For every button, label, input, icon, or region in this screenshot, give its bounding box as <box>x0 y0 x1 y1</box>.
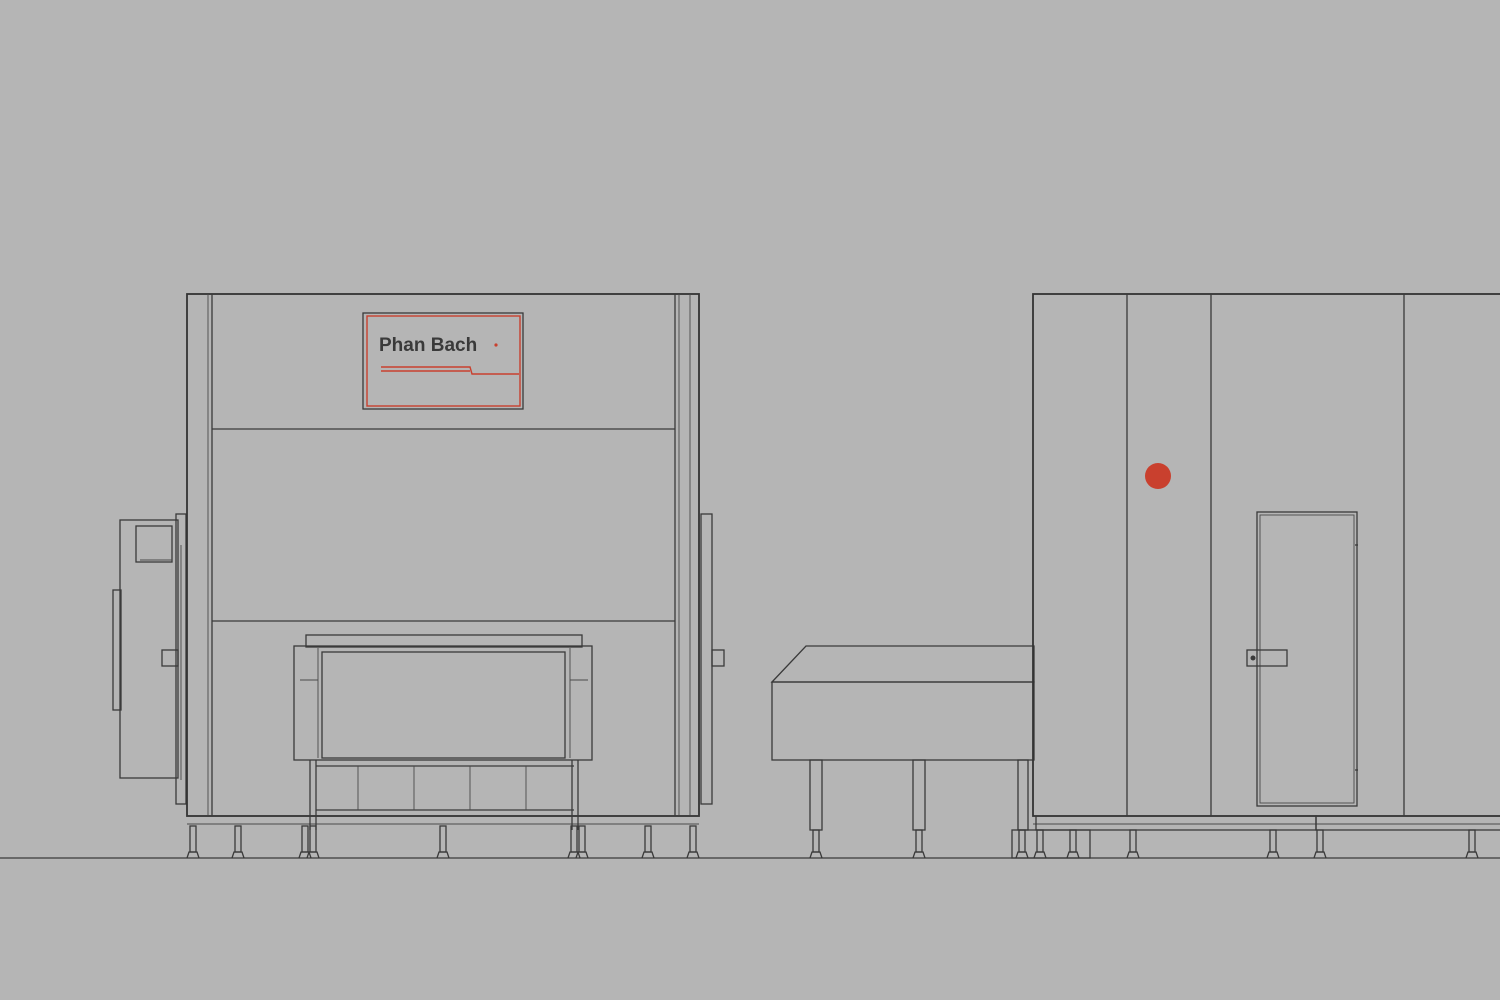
leveling-foot <box>436 825 450 859</box>
main-housing <box>186 293 700 817</box>
status-dot-icon <box>1145 463 1171 489</box>
leveling-foot <box>641 825 655 859</box>
logo-plate: Phan Bach <box>362 312 524 410</box>
leveling-foot <box>1266 829 1280 859</box>
leveling-foot <box>575 825 589 859</box>
conveyor-table <box>770 645 1035 859</box>
leveling-foot <box>686 825 700 859</box>
leveling-foot <box>186 825 200 859</box>
leveling-foot <box>809 829 823 859</box>
leveling-foot <box>567 825 581 859</box>
leveling-foot <box>298 825 312 859</box>
door-handle-icon <box>1246 649 1288 667</box>
access-door <box>1246 511 1358 807</box>
leveling-foot <box>306 825 320 859</box>
leveling-foot <box>1015 829 1029 859</box>
leveling-foot <box>1033 829 1047 859</box>
logo-dot-icon <box>494 343 498 347</box>
leveling-foot <box>1313 829 1327 859</box>
right-housing <box>1032 293 1500 817</box>
leveling-foot <box>1126 829 1140 859</box>
leveling-foot <box>231 825 245 859</box>
right-machine <box>1011 293 1500 859</box>
leveling-foot <box>1066 829 1080 859</box>
brand-logo-text: Phan Bach <box>379 335 477 356</box>
leveling-foot <box>1465 829 1479 859</box>
infeed-hopper <box>293 634 593 830</box>
leveling-foot <box>912 829 926 859</box>
left-side-cabinet <box>112 513 187 805</box>
left-machine: Phan Bach <box>112 293 725 859</box>
left-machine-feet <box>186 825 700 859</box>
